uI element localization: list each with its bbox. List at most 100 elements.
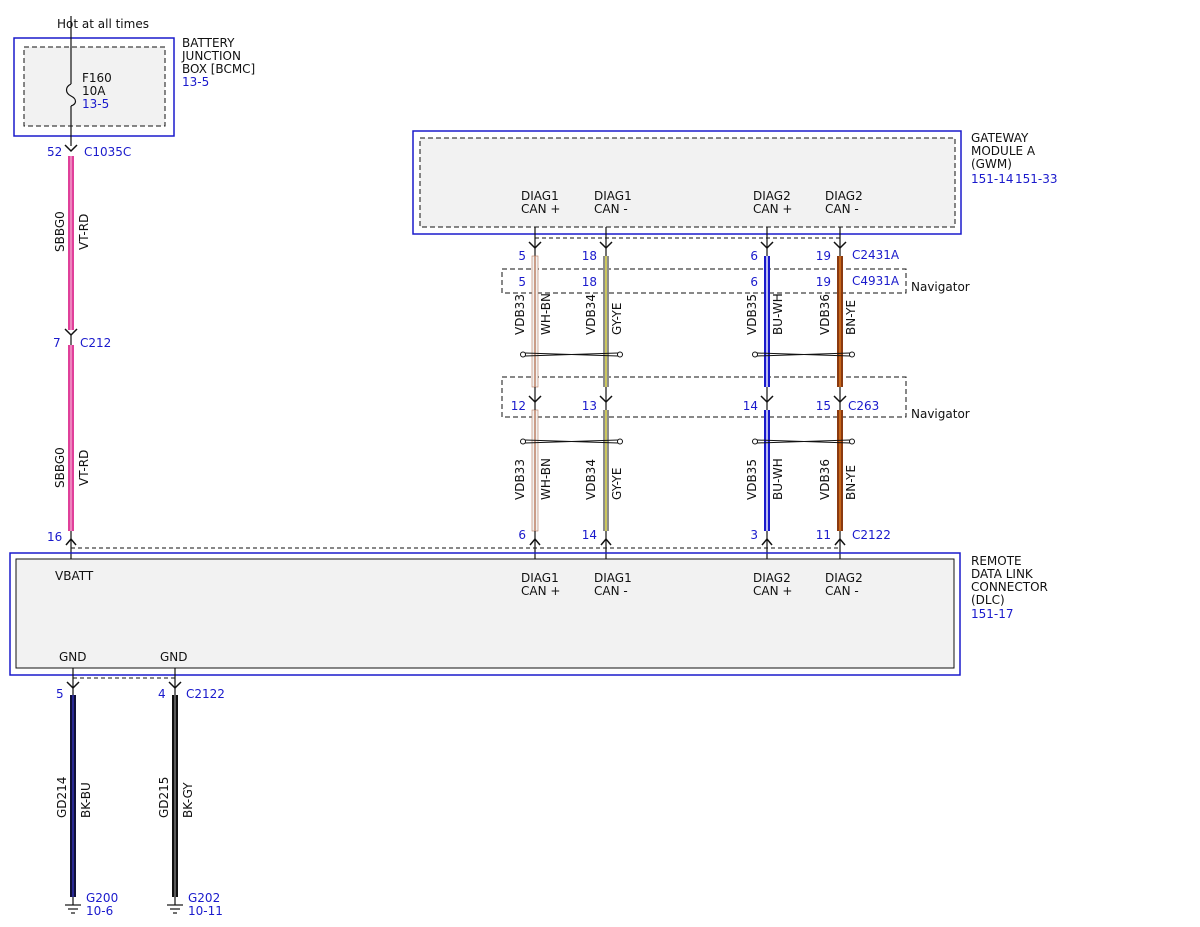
can2-color-label-1: GY-YE [610,303,624,335]
can3-dlc-arrow-icon [761,537,773,546]
dlc-pin2-line1: DIAG1 [594,571,632,585]
can1-c2122-pin: 6 [518,528,526,542]
g202-ground-icon [167,897,183,914]
dlc-pin3-line1: DIAG2 [753,571,791,585]
gwm-pin4-line1: DIAG2 [825,189,863,203]
power-wire-lower-circuit: SBBG0 [53,447,67,488]
gd214-wire[interactable] [70,695,76,897]
navigator-box-2 [501,376,907,418]
can2-c2431a-chevron-icon [599,241,613,250]
can1-circuit-label-2: VDB33 [513,459,527,500]
can2-c263-pin: 13 [582,399,597,413]
g200-ref[interactable]: 10-6 [86,904,113,918]
can4-circuit-label-2: VDB36 [818,459,832,500]
gwm-name-line2: MODULE A [971,144,1036,158]
gd215-circuit: GD215 [157,777,171,818]
gwm-pin1-line1: DIAG1 [521,189,559,203]
gd215-color: BK-GY [181,782,195,818]
gwm-name-line1: GATEWAY [971,131,1029,145]
gwm-outline [412,130,962,235]
fuse-ref[interactable]: 13-5 [82,97,109,111]
c2431a-name[interactable]: C2431A [852,248,900,262]
g200-ground-icon [65,897,81,914]
gd215-pin: 4 [158,687,166,701]
can2-c2122-pin: 14 [582,528,597,542]
twisted-pair-lower-diag1 [520,438,623,445]
c2122-name[interactable]: C2122 [852,528,891,542]
can2-c2431a-pin: 18 [582,249,597,263]
can1-color-label-1: WH-BN [539,293,553,335]
can2-dlc-arrow-icon [600,537,612,546]
gd214-pin: 5 [56,687,64,701]
c4931a-name[interactable]: C4931A [852,274,900,288]
can4-c263-chevron-icon [833,395,847,404]
bjb-outline [13,37,175,137]
ground-connector-name[interactable]: C2122 [186,687,225,701]
twisted-pair-upper-diag1 [520,351,623,358]
can4-color-label-1: BN-YE [844,300,858,335]
bjb-name-line3: BOX [BCMC] [182,62,255,76]
can1-c4931a-pin: 5 [518,275,526,289]
g202-ref[interactable]: 10-11 [188,904,223,918]
power-wire-upper-color: VT-RD [77,214,91,250]
gwm-pin1-line2: CAN + [521,202,560,216]
dlc-pin2-line2: CAN - [594,584,628,598]
can1-color-label-2: WH-BN [539,458,553,500]
can2-c4931a-pin: 18 [582,275,597,289]
gwm-name-line3: (GWM) [971,157,1012,171]
can4-circuit-label-1: VDB36 [818,294,832,335]
can3-circuit-label-2: VDB35 [745,459,759,500]
g202-name[interactable]: G202 [188,891,220,905]
twisted-pair-lower-diag2 [752,438,855,445]
c263-name[interactable]: C263 [848,399,879,413]
navigator-box-1 [501,268,907,294]
c212-name[interactable]: C212 [80,336,111,350]
can4-c2122-pin: 11 [816,528,831,542]
gwm-pin2-line2: CAN - [594,202,628,216]
gd214-circuit: GD214 [55,777,69,818]
gwm-ref-1[interactable]: 151-14 [971,172,1014,186]
power-wire-upper-circuit: SBBG0 [53,211,67,252]
can1-c2431a-pin: 5 [518,249,526,263]
dlc-gnd-label-1: GND [59,650,87,664]
twisted-pair-upper-diag2 [752,351,855,358]
c1035c-pin: 52 [47,145,62,159]
bjb-inner [23,46,166,127]
bjb-ref[interactable]: 13-5 [182,75,209,89]
dlc-gnd-label-2: GND [160,650,188,664]
can1-circuit-label-1: VDB33 [513,294,527,335]
can3-c263-chevron-icon [760,395,774,404]
can4-c4931a-pin: 19 [816,275,831,289]
bjb-name-line1: BATTERY [182,36,235,50]
can2-color-label-2: GY-YE [610,468,624,500]
gwm-pin3-line2: CAN + [753,202,792,216]
gd215-wire[interactable] [172,695,178,897]
dlc-name-line2: DATA LINK [971,567,1034,581]
can2-circuit-label-2: VDB34 [584,459,598,500]
can4-color-label-2: BN-YE [844,465,858,500]
can3-circuit-label-1: VDB35 [745,294,759,335]
dlc-outline [9,552,961,676]
fuse-rating: 10A [82,84,106,98]
can3-c2431a-chevron-icon [760,241,774,250]
gwm-inner [419,137,956,228]
can4-c2431a-chevron-icon [833,241,847,250]
can3-c263-pin: 14 [743,399,758,413]
gd215-chevron-icon [168,681,182,690]
can3-color-label-1: BU-WH [771,293,785,335]
dlc-ref[interactable]: 151-17 [971,607,1014,621]
power-wire-lower[interactable] [68,345,74,531]
gd214-chevron-icon [66,681,80,690]
gwm-ref-2[interactable]: 151-33 [1015,172,1058,186]
c1035c-name[interactable]: C1035C [84,145,131,159]
dlc-inner [15,558,955,669]
can4-dlc-arrow-icon [834,537,846,546]
gwm-pin4-line2: CAN - [825,202,859,216]
g200-name[interactable]: G200 [86,891,118,905]
dlc-pin3-line2: CAN + [753,584,792,598]
can1-c2431a-chevron-icon [528,241,542,250]
gwm-pin3-line1: DIAG2 [753,189,791,203]
power-wire-upper[interactable] [68,156,74,330]
